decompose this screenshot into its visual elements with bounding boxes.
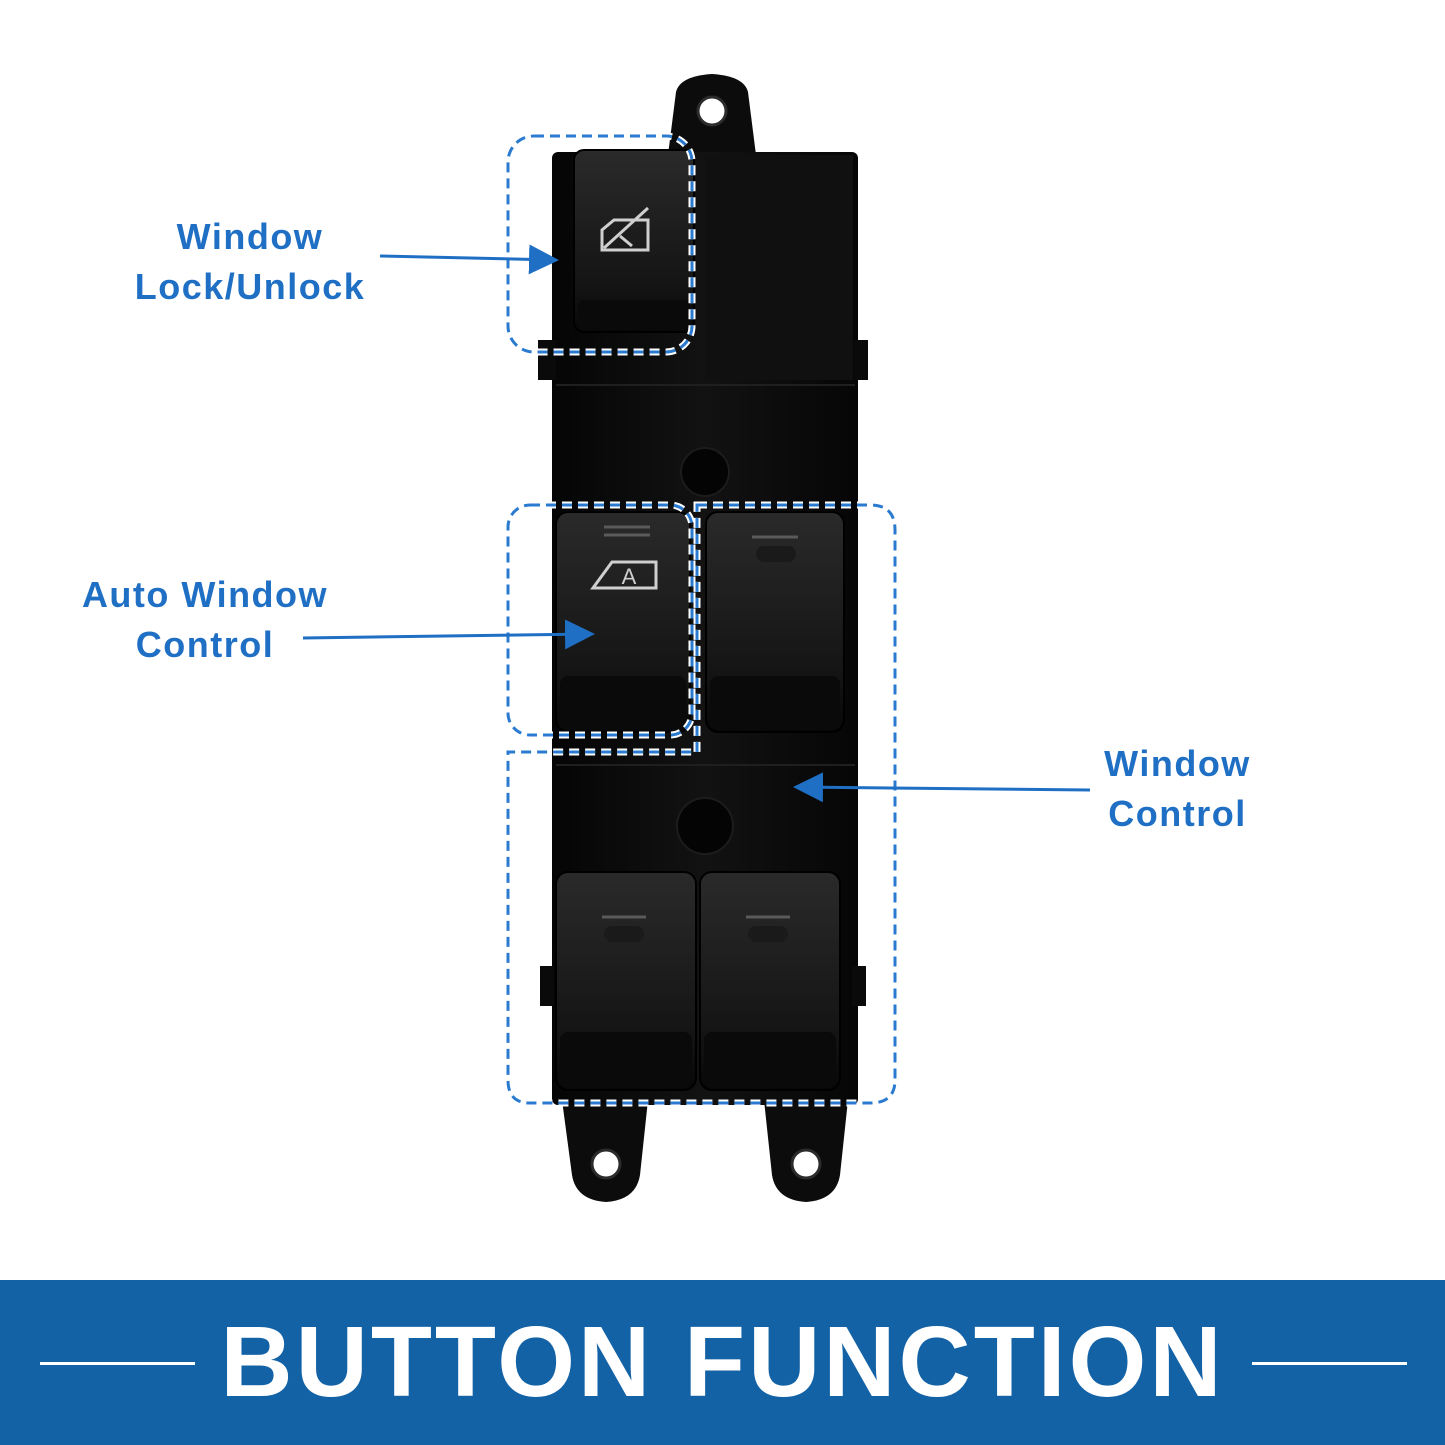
auto-callout-box	[504, 501, 696, 739]
rear-right-window-button[interactable]	[699, 871, 841, 1091]
callout-window-control: Window Control	[1060, 739, 1295, 839]
banner-rule-right	[1252, 1362, 1407, 1365]
bottom-mount-tab-right	[764, 1100, 848, 1202]
product-image: A	[50, 74, 1295, 1202]
callout-auto-line1: Auto Window	[81, 574, 329, 615]
top-mount-tab	[668, 74, 756, 155]
callout-window-line2: Control	[1108, 793, 1247, 834]
auto-window-button[interactable]: A	[555, 511, 691, 733]
callout-lock-line1: Window	[176, 216, 324, 257]
callout-lock-line2: Lock/Unlock	[134, 266, 366, 307]
lock-button[interactable]	[573, 149, 695, 333]
callout-window-line1: Window	[1104, 743, 1251, 784]
title-banner: BUTTON FUNCTION	[0, 1280, 1445, 1445]
banner-rule-left	[40, 1362, 195, 1365]
lock-arrow	[379, 244, 559, 275]
auto-window-icon: A	[590, 560, 658, 590]
passenger-window-button[interactable]	[705, 511, 845, 733]
auto-letter: A	[622, 564, 637, 589]
lock-callout-box	[504, 132, 696, 356]
window-switch-illustration: A	[302, 74, 1091, 1202]
window-lock-icon	[600, 206, 650, 252]
bottom-mount-tab-left	[562, 1100, 648, 1202]
rear-left-window-button[interactable]	[555, 871, 697, 1091]
auto-arrow	[302, 619, 595, 650]
banner-title: BUTTON FUNCTION	[220, 1306, 1225, 1418]
callout-auto-window: Auto Window Control	[50, 570, 360, 670]
callout-window-lock: Window Lock/Unlock	[110, 212, 390, 312]
window-arrow	[793, 772, 1091, 803]
window-callout-box	[504, 501, 899, 1107]
callout-auto-line2: Control	[135, 624, 275, 665]
